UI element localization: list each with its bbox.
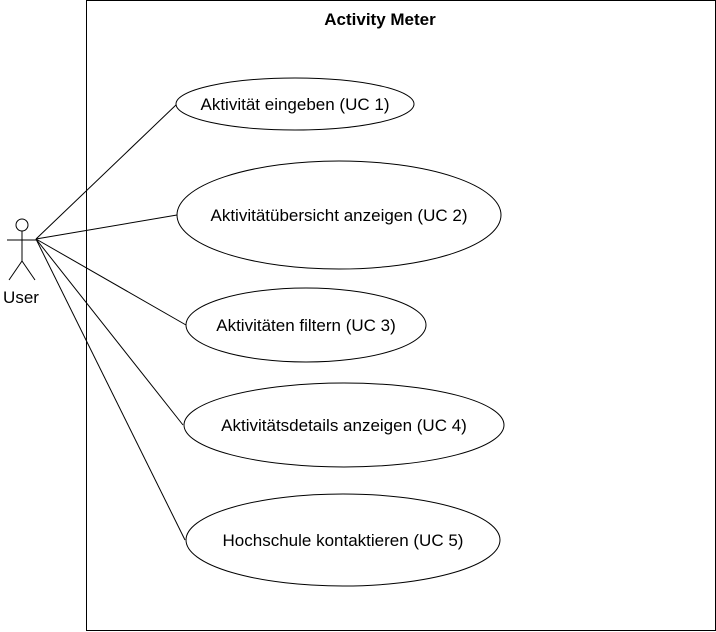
association-uc5 [35,238,186,541]
use-case-2[interactable]: Aktivitätübersicht anzeigen (UC 2) [176,160,502,270]
use-case-4[interactable]: Aktivitätsdetails anzeigen (UC 4) [183,382,505,468]
use-case-ellipse [183,382,505,468]
use-case-ellipse [175,77,415,131]
actor-left-leg [8,260,23,281]
use-case-1[interactable]: Aktivität eingeben (UC 1) [175,77,415,131]
association-uc4 [35,238,184,426]
use-case-ellipse [185,287,427,363]
use-case-label: Hochschule kontaktieren (UC 5) [223,531,464,550]
association-uc2 [35,214,178,240]
actor-user[interactable]: User [3,218,39,307]
use-case-5[interactable]: Hochschule kontaktieren (UC 5) [185,493,501,587]
use-case-label: Aktivitätübersicht anzeigen (UC 2) [210,206,467,225]
system-title: Activity Meter [324,10,436,29]
use-case-label: Aktivität eingeben (UC 1) [201,95,390,114]
use-case-ellipse [176,160,502,270]
use-case-3[interactable]: Aktivitäten filtern (UC 3) [185,287,427,363]
use-case-label: Aktivitätsdetails anzeigen (UC 4) [221,416,467,435]
associations [35,103,187,541]
use-case-ellipse [185,493,501,587]
use-case-label: Aktivitäten filtern (UC 3) [216,316,396,335]
association-uc1 [35,103,178,240]
actor-head-icon [15,218,29,232]
actor-right-leg [21,260,36,281]
actor-label: User [3,288,39,307]
association-uc3 [35,238,187,326]
